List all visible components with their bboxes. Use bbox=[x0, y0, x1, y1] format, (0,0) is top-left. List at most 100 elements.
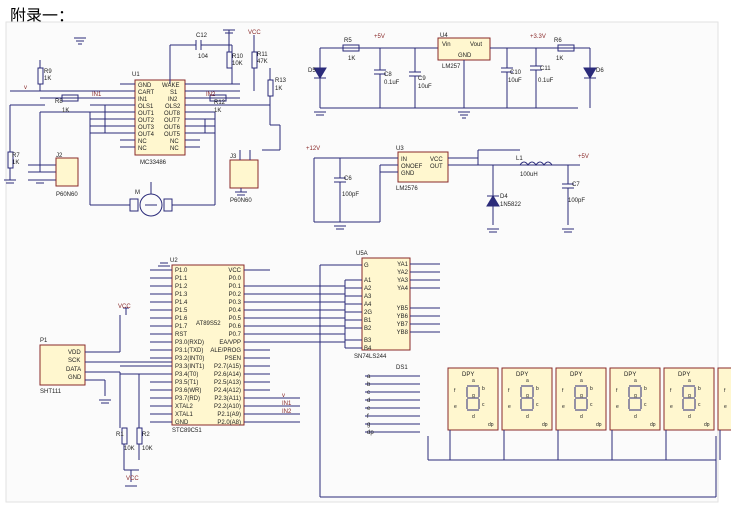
r13-val: 1K bbox=[275, 86, 282, 92]
r9-val: 1K bbox=[44, 76, 51, 82]
c8-val: 0.1uF bbox=[384, 80, 400, 86]
u2-pin-left-12: P3.3(INT1) bbox=[175, 364, 204, 370]
segment-d: d bbox=[688, 414, 691, 420]
u2-pin-left-16: P3.7(RD) bbox=[175, 396, 200, 402]
c10-val: 10uF bbox=[508, 78, 522, 84]
segment-b: b bbox=[536, 386, 539, 392]
u1-pin-r3: OLS2 bbox=[165, 104, 181, 110]
ds1-ref: DS1 bbox=[396, 365, 408, 371]
u1-pin-l3: OLS1 bbox=[138, 104, 154, 110]
u3-pin-gnd: GND bbox=[401, 171, 415, 177]
u2-pin-left-6: P1.6 bbox=[175, 316, 188, 322]
u5-pin-right-3: YA4 bbox=[397, 286, 409, 292]
u5-pin-left-7: B2 bbox=[364, 326, 372, 332]
u1-pin-l7: OUT4 bbox=[138, 132, 155, 138]
digit-segments bbox=[628, 385, 642, 411]
segment-dp: dp bbox=[542, 422, 548, 428]
r8-ref: R8 bbox=[55, 99, 63, 105]
u2-pin-left-1: P1.1 bbox=[175, 276, 188, 282]
d6-ref: D6 bbox=[596, 68, 604, 74]
u2-part: AT89S52 bbox=[196, 321, 221, 327]
u3-ref: U3 bbox=[396, 146, 404, 152]
v5-label-u4: +5V bbox=[374, 34, 385, 40]
digit-segments bbox=[520, 385, 534, 411]
c12-ref: C12 bbox=[196, 33, 208, 39]
u5-pin-right-7: YB8 bbox=[397, 330, 409, 336]
c6-ref: C6 bbox=[344, 176, 352, 182]
c7-ref: C7 bbox=[572, 182, 580, 188]
u1-pin-l2: IN1 bbox=[138, 97, 148, 103]
u5-pin-right-1: YA2 bbox=[397, 270, 409, 276]
r2-ref: R2 bbox=[142, 432, 150, 438]
segment-e: e bbox=[508, 404, 511, 410]
segment-f: f bbox=[724, 388, 726, 394]
u5-part: SN74LS244 bbox=[354, 354, 387, 360]
u4-pin-gnd: GND bbox=[458, 53, 472, 59]
r12-ref: R12 bbox=[214, 100, 226, 106]
u5-pin-left-3: A3 bbox=[364, 294, 372, 300]
c11-ref: C11 bbox=[540, 66, 551, 72]
segment-c: c bbox=[482, 402, 485, 408]
digit-body bbox=[501, 367, 553, 431]
digit-segments bbox=[682, 385, 696, 411]
segment-g: g bbox=[526, 393, 529, 399]
c6-val: 100pF bbox=[342, 192, 359, 198]
ds1-seg-label-f: f bbox=[367, 414, 369, 420]
u5-pin-right-6: YB7 bbox=[397, 322, 409, 328]
segment-d: d bbox=[580, 414, 583, 420]
u5-pin-left-1: A1 bbox=[364, 278, 372, 284]
r2-val: 10K bbox=[142, 446, 153, 452]
u1-pin-l1: CART bbox=[138, 90, 155, 96]
u2-pin-right-2: P0.1 bbox=[229, 284, 242, 290]
u3-pin-onoff: ONOEF bbox=[401, 164, 423, 170]
u2-pin-left-5: P1.5 bbox=[175, 308, 188, 314]
r6-val: 1K bbox=[556, 56, 563, 62]
d4-ref: D4 bbox=[500, 194, 508, 200]
u2-pin-left-8: RST bbox=[175, 332, 187, 338]
segment-dp: dp bbox=[704, 422, 710, 428]
segment-d: d bbox=[526, 414, 529, 420]
u4-pin-vout: Vout bbox=[470, 42, 482, 48]
segment-a: a bbox=[634, 378, 637, 384]
u2-pin-right-16: P2.3(A11) bbox=[214, 396, 241, 402]
appendix-title: 附录一： bbox=[10, 6, 75, 25]
u5-pin-right-2: YA3 bbox=[397, 278, 409, 284]
d4-part: 1N5822 bbox=[500, 202, 522, 208]
r10-ref: R10 bbox=[232, 54, 244, 60]
in2-label-u2: IN2 bbox=[282, 409, 292, 415]
u2-ref: U2 bbox=[170, 258, 178, 264]
u5-pin-right-0: YA1 bbox=[397, 262, 409, 268]
segment-f: f bbox=[454, 388, 456, 394]
u1-pin-l6: OUT3 bbox=[138, 125, 155, 131]
v-label: v bbox=[24, 85, 27, 91]
u1-pin-r6: OUT6 bbox=[164, 125, 181, 131]
u5-pin-right-5: YB6 bbox=[397, 314, 409, 320]
digit-body bbox=[663, 367, 715, 431]
r1-ref: R1 bbox=[116, 432, 124, 438]
r1-val: 10K bbox=[124, 446, 135, 452]
segment-c: c bbox=[536, 402, 539, 408]
c12-val: 104 bbox=[198, 54, 209, 60]
segment-d: d bbox=[634, 414, 637, 420]
ds1-seg-label-a: a bbox=[367, 374, 371, 380]
u2-pin-left-18: XTAL1 bbox=[175, 412, 194, 418]
u2-pin-right-1: P0.0 bbox=[229, 276, 242, 282]
r13-ref: R13 bbox=[275, 78, 287, 84]
p1-pin-data: DATA bbox=[66, 367, 81, 373]
u1-pin-l4: OUT1 bbox=[138, 111, 155, 117]
u1-pin-r7: OUT5 bbox=[164, 132, 181, 138]
u2-pin-right-13: P2.6(A14) bbox=[214, 372, 241, 378]
u2-pin-right-4: P0.3 bbox=[229, 300, 242, 306]
u5-pin-left-0: G bbox=[364, 263, 369, 269]
j2-ref: J2 bbox=[56, 153, 63, 159]
u4-ref: U4 bbox=[440, 33, 448, 39]
segment-a: a bbox=[526, 378, 529, 384]
segment-e: e bbox=[454, 404, 457, 410]
ds1-seg-label-b: b bbox=[367, 382, 371, 388]
u2-pin-right-5: P0.4 bbox=[229, 308, 242, 314]
r12-val: 1K bbox=[214, 108, 221, 114]
digit-body bbox=[609, 367, 661, 431]
